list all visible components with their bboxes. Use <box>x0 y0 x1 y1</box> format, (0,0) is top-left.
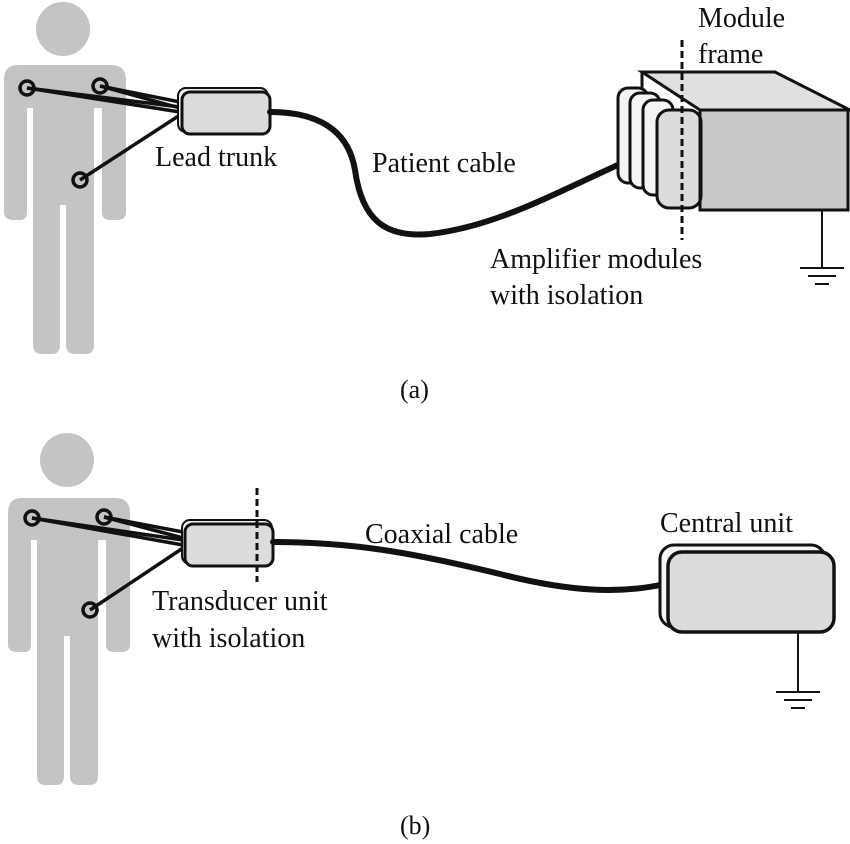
electrode-icon <box>18 79 36 97</box>
panel-a: Lead trunk Patient cable Module frame <box>4 2 850 404</box>
electrode-icon <box>91 77 109 95</box>
electrode-leads-a <box>18 77 181 189</box>
person-body <box>8 498 130 785</box>
patient-cable-label: Patient cable <box>372 148 516 179</box>
transducer-unit-label-1: Transducer unit <box>152 586 328 617</box>
central-unit-label: Central unit <box>660 508 793 539</box>
module-frame-label-2: frame <box>698 39 763 70</box>
amplifier-modules-label-2: with isolation <box>490 280 643 311</box>
person-head <box>40 433 94 487</box>
amplifier-modules <box>616 86 703 210</box>
electrode-icon <box>95 508 113 526</box>
electrode-icon <box>23 509 41 527</box>
lead-trunk-label: Lead trunk <box>155 142 277 173</box>
transducer-unit-box <box>181 519 275 568</box>
electrode-leads-b <box>23 508 184 619</box>
person-silhouette-b <box>8 433 130 785</box>
module-frame <box>636 70 850 212</box>
lead-trunk-box <box>177 87 272 136</box>
caption-b: (b) <box>400 811 430 840</box>
panel-b: Transducer unit with isolation Coaxial c… <box>8 433 836 840</box>
person-silhouette-a <box>4 2 126 354</box>
person-head <box>36 2 90 56</box>
coaxial-cable-label: Coaxial cable <box>365 519 518 550</box>
person-body <box>4 65 126 354</box>
ground-icon <box>776 632 820 709</box>
coaxial-cable <box>270 539 668 593</box>
patient-cable <box>267 109 643 238</box>
ground-icon <box>800 210 844 285</box>
module-frame-label-1: Module <box>698 3 785 34</box>
electrode-icon <box>81 601 99 619</box>
caption-a: (a) <box>400 375 429 404</box>
amplifier-modules-label-1: Amplifier modules <box>490 244 702 275</box>
electrode-icon <box>71 171 89 189</box>
central-unit-box <box>658 543 836 634</box>
transducer-unit-label-2: with isolation <box>152 623 305 654</box>
